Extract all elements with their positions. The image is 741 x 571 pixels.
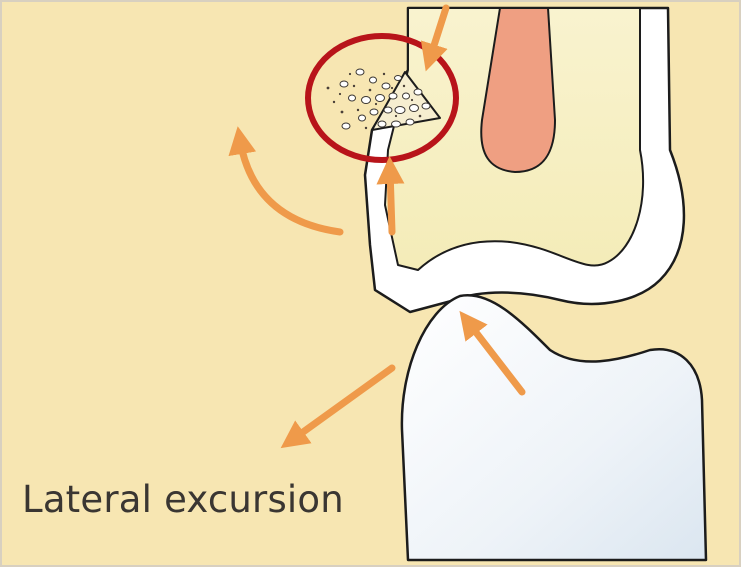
force-arrow-icon xyxy=(390,170,392,232)
diagram-caption: Lateral excursion xyxy=(22,478,344,521)
